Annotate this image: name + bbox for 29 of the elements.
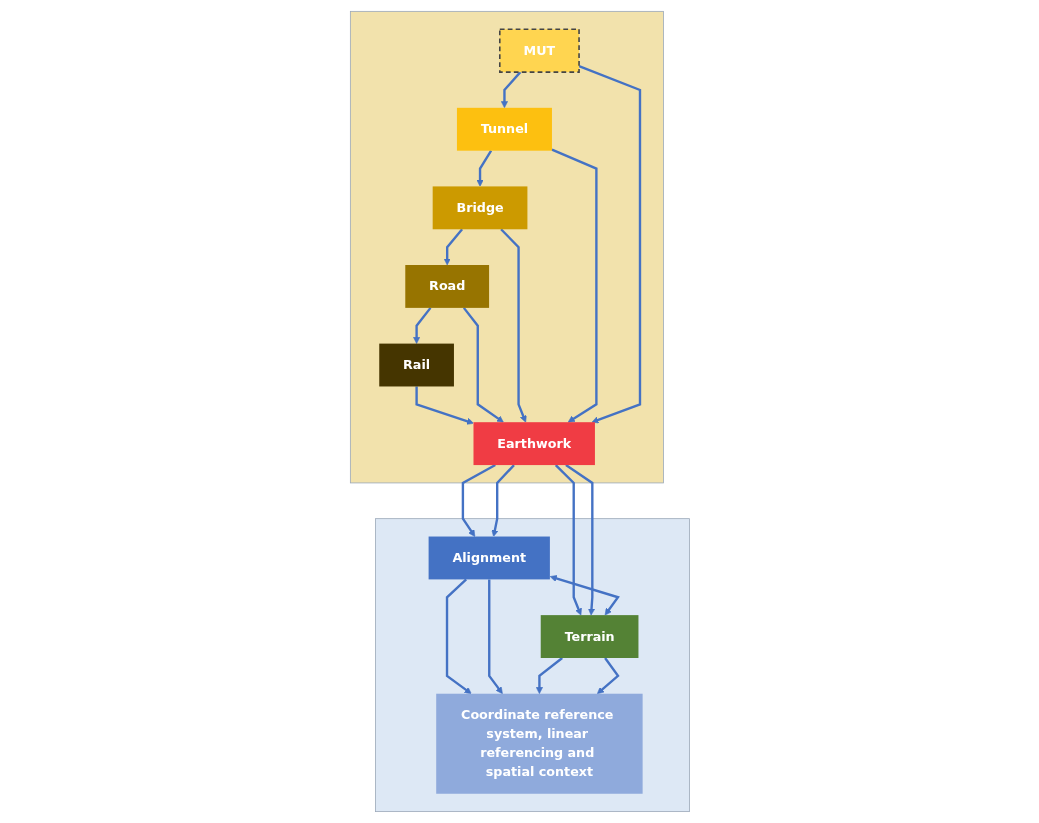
arrow [462, 307, 504, 423]
arrow [564, 464, 595, 616]
arrow [443, 228, 463, 266]
node-box: Earthwork [473, 422, 595, 466]
arrow [551, 148, 598, 423]
node-box: Tunnel [456, 107, 552, 151]
arrow [500, 71, 521, 109]
node-box: Rail [378, 343, 454, 387]
node-box: Terrain [540, 615, 639, 658]
arrow [415, 386, 474, 425]
arrow [578, 65, 641, 424]
arrow [549, 575, 620, 616]
node-box: Road [404, 265, 489, 308]
arrow [499, 228, 527, 423]
node-box: Alignment [428, 536, 550, 580]
arrow [476, 150, 492, 187]
arrow [412, 307, 432, 344]
arrow [596, 657, 620, 695]
arrow [491, 464, 515, 537]
arrow [535, 657, 563, 695]
arrow [487, 579, 503, 695]
cluster [374, 518, 690, 813]
cluster [349, 10, 664, 484]
arrow [445, 578, 472, 695]
arrow [554, 464, 582, 616]
node-box: MUT [498, 28, 580, 73]
node-box: Bridge [432, 186, 527, 230]
node-box: Coordinate reference system, linear referencing and spatial context [435, 693, 643, 794]
arrow [461, 464, 496, 537]
